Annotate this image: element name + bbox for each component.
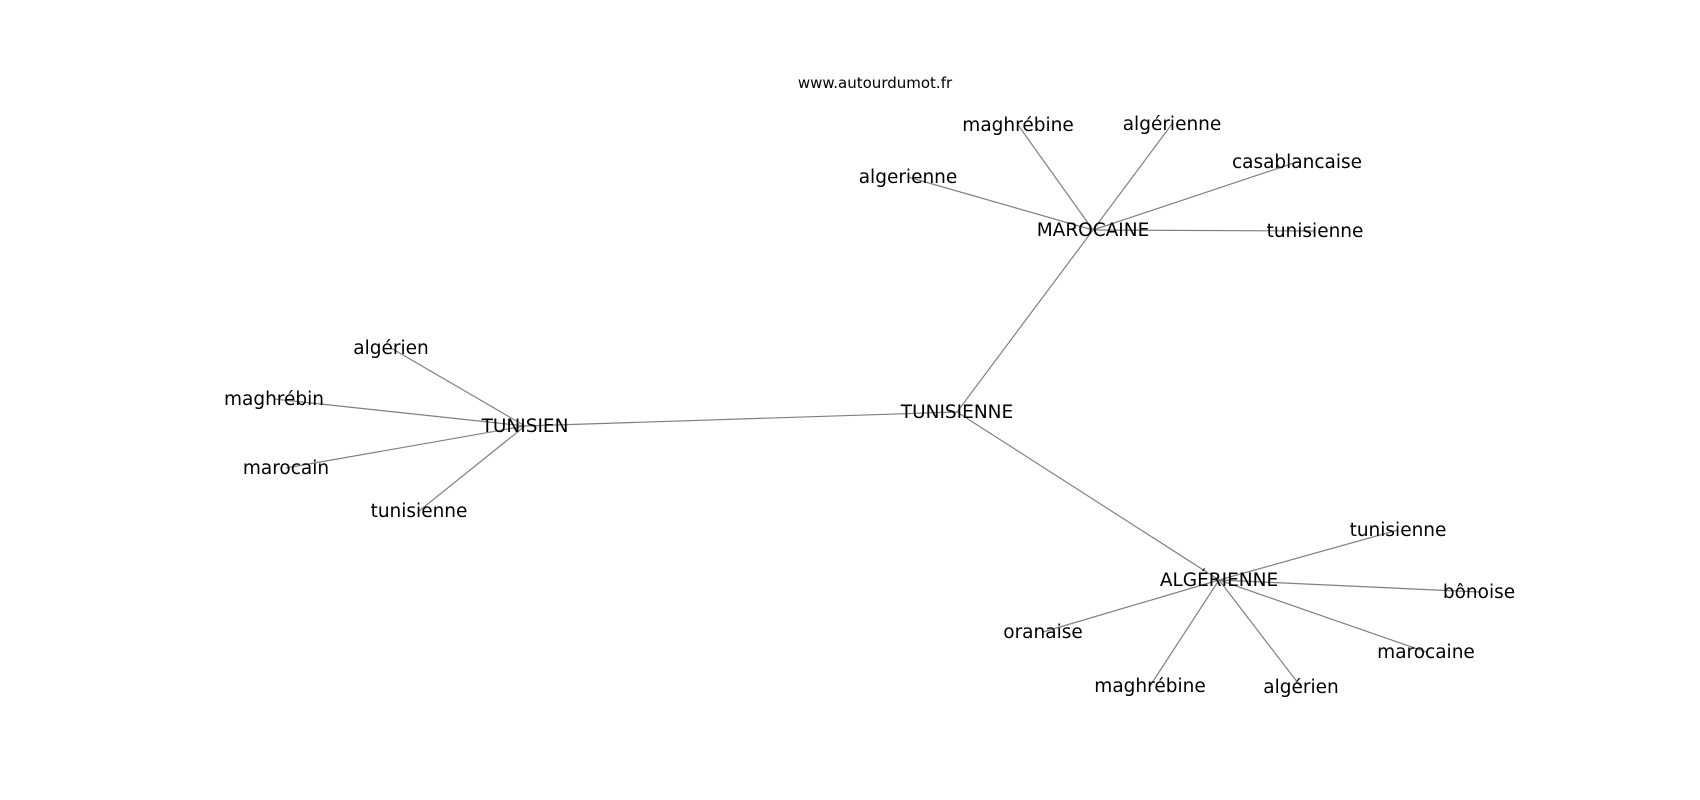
- graph-edges: [273, 123, 1480, 688]
- edge-marocaine-m_algerienne_accent: [1092, 123, 1173, 231]
- node-label-a_algerien: algérien: [1263, 677, 1338, 698]
- node-label-m_algerienne: algerienne: [859, 167, 958, 188]
- node-label-t_algerien: algérien: [353, 338, 428, 359]
- node-label-m_tunisienne: tunisienne: [1267, 221, 1364, 242]
- edge-marocaine-m_tunisienne: [1092, 229, 1316, 232]
- edge-tunisien-t_marocain: [285, 425, 526, 469]
- node-label-t_tunisienne: tunisienne: [371, 501, 468, 522]
- edge-tunisienne_center-tunisien: [524, 411, 958, 427]
- node-label-a_oranaise: oranaise: [1003, 622, 1082, 643]
- edge-tunisien-t_maghrebin: [273, 398, 526, 427]
- edge-tunisienne_center-marocaine: [956, 229, 1094, 413]
- edge-marocaine-m_maghrebine: [1017, 124, 1094, 231]
- node-label-algerienne_hub: ALGÉRIENNE: [1160, 569, 1278, 591]
- edge-algerienne_hub-a_algerien: [1218, 579, 1302, 688]
- edge-tunisienne_center-algerienne_hub: [956, 411, 1220, 581]
- node-label-m_maghrebine: maghrébine: [962, 115, 1073, 136]
- edge-marocaine-m_algerienne: [907, 176, 1094, 231]
- node-label-a_maghrebine: maghrébine: [1094, 676, 1205, 697]
- node-label-a_bonoise: bônoise: [1443, 582, 1515, 603]
- node-label-a_marocaine: marocaine: [1377, 642, 1475, 663]
- node-label-t_marocain: marocain: [243, 458, 329, 479]
- edge-tunisien-t_algerien: [390, 347, 526, 427]
- node-label-t_maghrebin: maghrébin: [224, 389, 324, 410]
- node-label-m_algerienne_accent: algérienne: [1123, 114, 1222, 135]
- node-label-tunisien: TUNISIEN: [481, 416, 569, 437]
- edge-algerienne_hub-a_maghrebine: [1149, 579, 1220, 687]
- edge-algerienne_hub-a_marocaine: [1218, 579, 1427, 653]
- edge-algerienne_hub-a_tunisienne: [1218, 529, 1399, 581]
- node-label-marocaine: MAROCAINE: [1037, 220, 1150, 241]
- edge-algerienne_hub-a_bonoise: [1218, 579, 1480, 593]
- watermark-text: www.autourdumot.fr: [798, 74, 953, 92]
- edge-algerienne_hub-a_oranaise: [1042, 579, 1220, 633]
- node-label-m_casablancaise: casablancaise: [1232, 152, 1362, 173]
- node-label-tunisienne_center: TUNISIENNE: [900, 402, 1013, 423]
- node-label-a_tunisienne: tunisienne: [1350, 520, 1447, 541]
- graph-nodes: TUNISIENNE TUNISIEN MAROCAINE ALGÉRIENNE alg…: [224, 114, 1515, 698]
- edge-marocaine-m_casablancaise: [1092, 161, 1298, 231]
- edge-tunisien-t_tunisienne: [418, 425, 526, 512]
